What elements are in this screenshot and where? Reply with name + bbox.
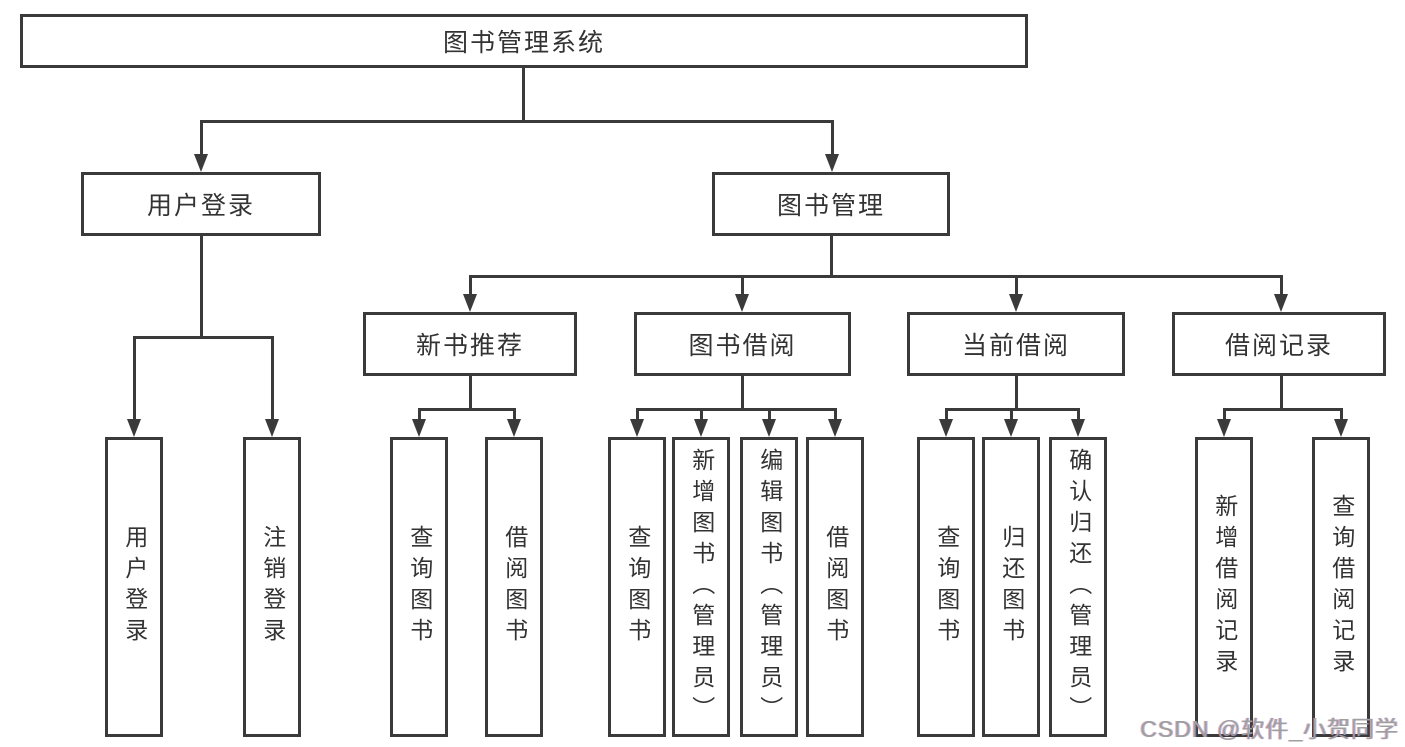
arrowhead-down-icon bbox=[1004, 419, 1018, 437]
connector-line bbox=[1077, 408, 1080, 419]
connector-line bbox=[1010, 408, 1013, 419]
node-book-borrow: 图书借阅 bbox=[634, 312, 851, 376]
leaf-query-books-recommend: 查询图书 bbox=[390, 437, 448, 737]
node-book-management-label: 图书管理 bbox=[776, 192, 885, 220]
node-new-book-recommend-label: 新书推荐 bbox=[415, 332, 524, 360]
connector-records-split bbox=[1223, 408, 1343, 411]
connector-book-mgmt-split bbox=[469, 275, 1283, 278]
connector-line bbox=[768, 408, 771, 419]
connector-user-login-stem bbox=[200, 236, 203, 339]
node-root-label: 图书管理系统 bbox=[442, 29, 605, 57]
leaf-edit-book-admin: 编辑图书（管理员） bbox=[740, 437, 798, 737]
leaf-logout: 注销登录 bbox=[243, 437, 301, 737]
connector-recommend-stem bbox=[469, 376, 472, 411]
leaf-borrow-books-recommend: 借阅图书 bbox=[485, 437, 543, 737]
connector-line bbox=[1340, 408, 1343, 419]
connector-root-split bbox=[200, 120, 834, 123]
leaf-query-books-current: 查询图书 bbox=[917, 437, 975, 737]
leaf-return-book: 归还图书 bbox=[982, 437, 1040, 737]
leaf-add-borrow-record: 新增借阅记录 bbox=[1195, 437, 1253, 737]
arrowhead-down-icon bbox=[825, 154, 839, 172]
arrowhead-down-icon bbox=[127, 419, 141, 437]
connector-line bbox=[1015, 275, 1018, 294]
leaf-confirm-return-admin: 确认归还（管理员） bbox=[1049, 437, 1107, 737]
connector-root-stem bbox=[522, 68, 525, 123]
connector-borrow-split bbox=[636, 408, 837, 411]
arrowhead-down-icon bbox=[265, 419, 279, 437]
connector-current-stem bbox=[1015, 376, 1018, 411]
node-user-login: 用户登录 bbox=[81, 172, 321, 236]
leaf-query-borrow-record: 查询借阅记录 bbox=[1312, 437, 1370, 737]
watermark: CSDN @软件_小贺同学 bbox=[1140, 716, 1399, 742]
arrowhead-down-icon bbox=[507, 419, 521, 437]
node-current-borrow-label: 当前借阅 bbox=[961, 332, 1070, 360]
connector-borrow-stem bbox=[741, 376, 744, 411]
arrowhead-down-icon bbox=[194, 154, 208, 172]
connector-recommend-split bbox=[418, 408, 516, 411]
node-borrow-records-label: 借阅记录 bbox=[1224, 332, 1333, 360]
connector-line bbox=[469, 275, 472, 294]
arrowhead-down-icon bbox=[1274, 294, 1288, 312]
connector-line bbox=[700, 408, 703, 419]
node-new-book-recommend: 新书推荐 bbox=[363, 312, 577, 376]
node-root: 图书管理系统 bbox=[20, 14, 1028, 68]
connector-user-login-split bbox=[133, 336, 274, 339]
connector-line bbox=[945, 408, 948, 419]
arrowhead-down-icon bbox=[1217, 419, 1231, 437]
connector-line bbox=[1280, 275, 1283, 294]
node-borrow-records: 借阅记录 bbox=[1172, 312, 1386, 376]
connector-line bbox=[1223, 408, 1226, 419]
arrowhead-down-icon bbox=[828, 419, 842, 437]
arrowhead-down-icon bbox=[694, 419, 708, 437]
node-current-borrow: 当前借阅 bbox=[907, 312, 1125, 376]
arrowhead-down-icon bbox=[1009, 294, 1023, 312]
connector-line bbox=[418, 408, 421, 419]
node-book-borrow-label: 图书借阅 bbox=[688, 332, 797, 360]
arrowhead-down-icon bbox=[1071, 419, 1085, 437]
connector-line bbox=[200, 120, 203, 154]
connector-line bbox=[834, 408, 837, 419]
arrowhead-down-icon bbox=[463, 294, 477, 312]
connector-line bbox=[831, 120, 834, 154]
leaf-query-books-borrow: 查询图书 bbox=[608, 437, 666, 737]
node-book-management: 图书管理 bbox=[712, 172, 950, 236]
node-user-login-label: 用户登录 bbox=[146, 192, 255, 220]
arrowhead-down-icon bbox=[412, 419, 426, 437]
leaf-add-book-admin: 新增图书（管理员） bbox=[672, 437, 730, 737]
connector-book-mgmt-stem bbox=[830, 236, 833, 278]
arrowhead-down-icon bbox=[939, 419, 953, 437]
leaf-user-login: 用户登录 bbox=[105, 437, 163, 737]
connector-line bbox=[741, 275, 744, 294]
connector-line bbox=[271, 336, 274, 419]
arrowhead-down-icon bbox=[735, 294, 749, 312]
leaf-borrow-books: 借阅图书 bbox=[806, 437, 864, 737]
connector-line bbox=[636, 408, 639, 419]
connector-line bbox=[133, 336, 136, 419]
connector-line bbox=[513, 408, 516, 419]
arrowhead-down-icon bbox=[762, 419, 776, 437]
connector-records-stem bbox=[1280, 376, 1283, 411]
arrowhead-down-icon bbox=[1334, 419, 1348, 437]
arrowhead-down-icon bbox=[630, 419, 644, 437]
